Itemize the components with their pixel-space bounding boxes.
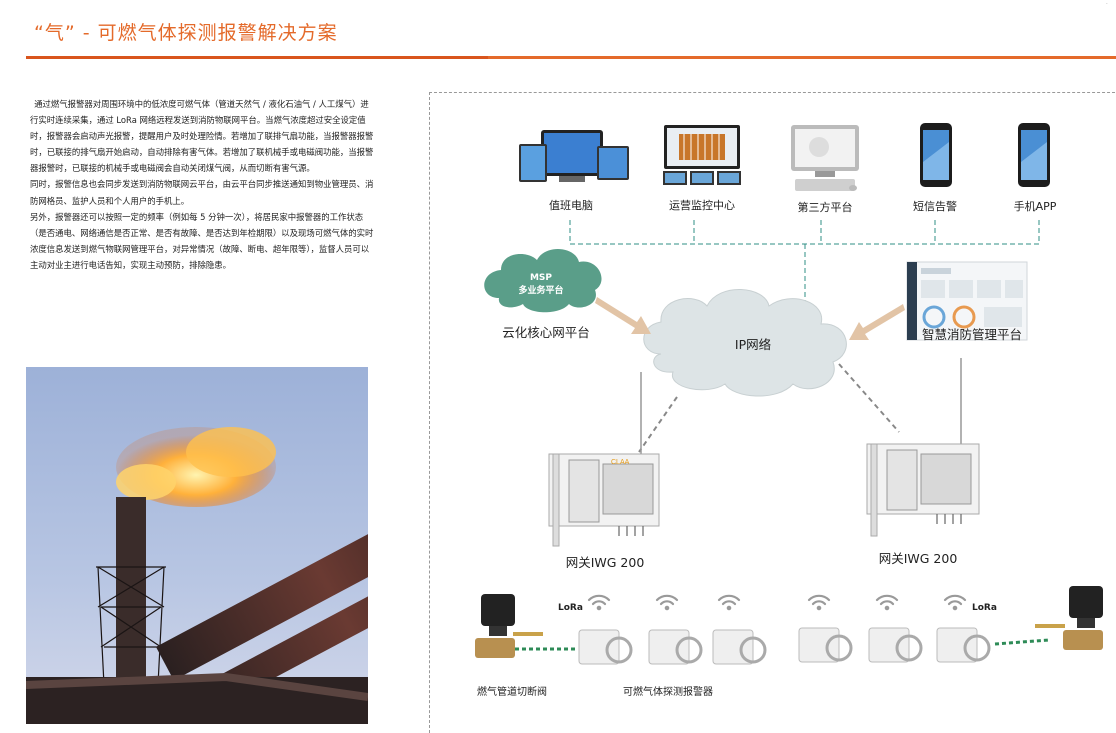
monitor-center-icon: [663, 125, 741, 185]
gas-detector-devices: [578, 627, 991, 665]
terminal-label-duty-computer: 值班电脑: [549, 199, 593, 212]
paragraph-intro: 通过燃气报警器对周围环境中的低浓度可燃气体（管道天然气 / 液化石油气 / 人工…: [30, 99, 374, 174]
msp-to-ip-arrow: [595, 297, 651, 334]
gateway-right-icon: [866, 358, 980, 537]
duty-computer-icon: [519, 130, 629, 182]
architecture-diagram: CLAA: [475, 123, 1103, 665]
gateway-right-label: 网关IWG 200: [878, 551, 958, 566]
terminal-label-app: 手机APP: [1013, 200, 1057, 213]
gas-flare-photo: [26, 367, 368, 724]
fire-platform-screen-icon: [906, 261, 1028, 341]
page-title: “气” - 可燃气体探测报警解决方案: [34, 22, 338, 44]
ip-network-label: IP网络: [734, 337, 772, 352]
gateway-left-brand: CLAA: [611, 459, 630, 466]
corner-decoration: ·: [1105, 0, 1108, 8]
shutoff-valve-label: 燃气管道切断阀: [477, 687, 547, 698]
lora-label-left: LoRa: [558, 603, 583, 613]
sms-phone-icon: [920, 123, 952, 187]
terminal-label-monitor-center: 运营监控中心: [669, 199, 735, 212]
terminal-label-third-party: 第三方平台: [797, 201, 853, 214]
shutoff-valve-right-icon: [1035, 586, 1103, 650]
ip-to-gateway-links: [638, 363, 900, 453]
terminal-label-sms: 短信告警: [913, 200, 957, 213]
paragraph-sync: 同时，报警信息也会同步发送到消防物联网云平台，由云平台同步推送通知到物业管理员、…: [30, 179, 374, 206]
title-underline-accent: [26, 56, 488, 59]
msp-platform-text: MSP 多业务平台: [518, 273, 564, 296]
title-underline: [26, 56, 1116, 59]
shutoff-valve-left-icon: [475, 594, 543, 658]
wifi-signal-icons: [587, 594, 967, 611]
diagram-frame: [429, 92, 1116, 733]
fire-platform-label: 智慧消防管理平台: [921, 327, 1023, 342]
app-phone-icon: [1018, 123, 1050, 187]
gateway-left-icon: CLAA: [548, 372, 660, 547]
description-text: 通过燃气报警器对周围环境中的低浓度可燃气体（管道天然气 / 液化石油气 / 人工…: [30, 96, 374, 273]
core-network-label: 云化核心网平台: [502, 325, 590, 340]
gas-detector-label: 可燃气体探测报警器: [623, 687, 713, 698]
msp-cloud: [484, 248, 602, 313]
lora-label-right: LoRa: [972, 603, 997, 613]
platform-to-ip-arrow: [849, 304, 905, 340]
third-party-pc-icon: [791, 125, 859, 191]
valve-detector-links: [515, 638, 1050, 651]
gateway-left-label: 网关IWG 200: [565, 555, 645, 570]
ip-network-cloud: [643, 289, 847, 397]
paragraph-monitoring: 另外，报警器还可以按照一定的频率（例如每 5 分钟一次），将居民家中报警器的工作…: [30, 211, 374, 270]
